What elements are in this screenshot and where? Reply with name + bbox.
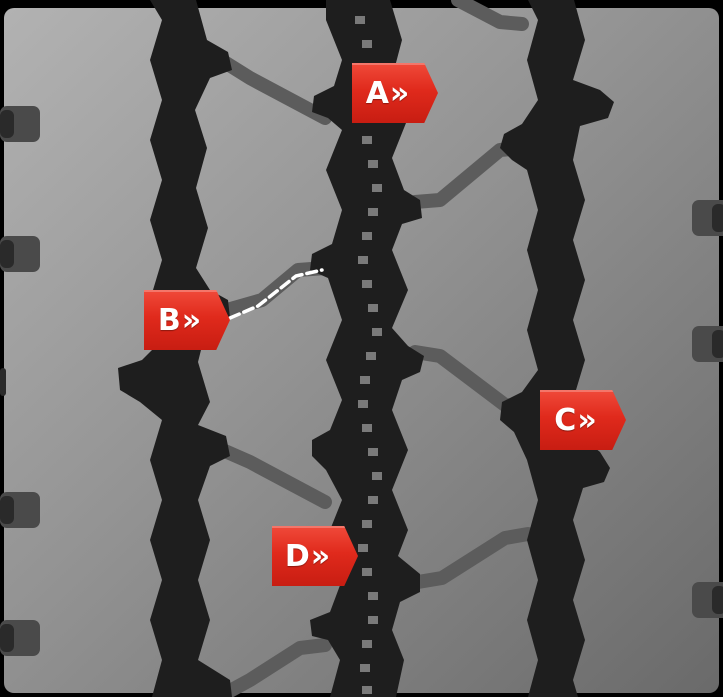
callout-c-label: C» [554,402,598,438]
callout-a-label: A» [365,75,411,111]
left-shoulder-blocks [0,106,40,656]
callout-c-tag: C» [540,390,626,450]
dashed-highlight-line [228,268,324,320]
callout-a-tag: A» [352,63,438,123]
callout-c[interactable]: C» [540,390,626,450]
callout-b-label: B» [157,302,203,338]
callout-b[interactable]: B» [144,290,230,350]
callout-d[interactable]: D» [272,526,358,586]
callout-b-tag: B» [144,290,230,350]
right-zigzag-groove [500,0,614,697]
callout-a[interactable]: A» [352,63,438,123]
callout-d-tag: D» [272,526,358,586]
callout-d-label: D» [284,538,332,574]
center-wear-indicators [355,16,382,694]
center-zigzag-groove [310,0,424,697]
right-shoulder-blocks [692,200,723,618]
